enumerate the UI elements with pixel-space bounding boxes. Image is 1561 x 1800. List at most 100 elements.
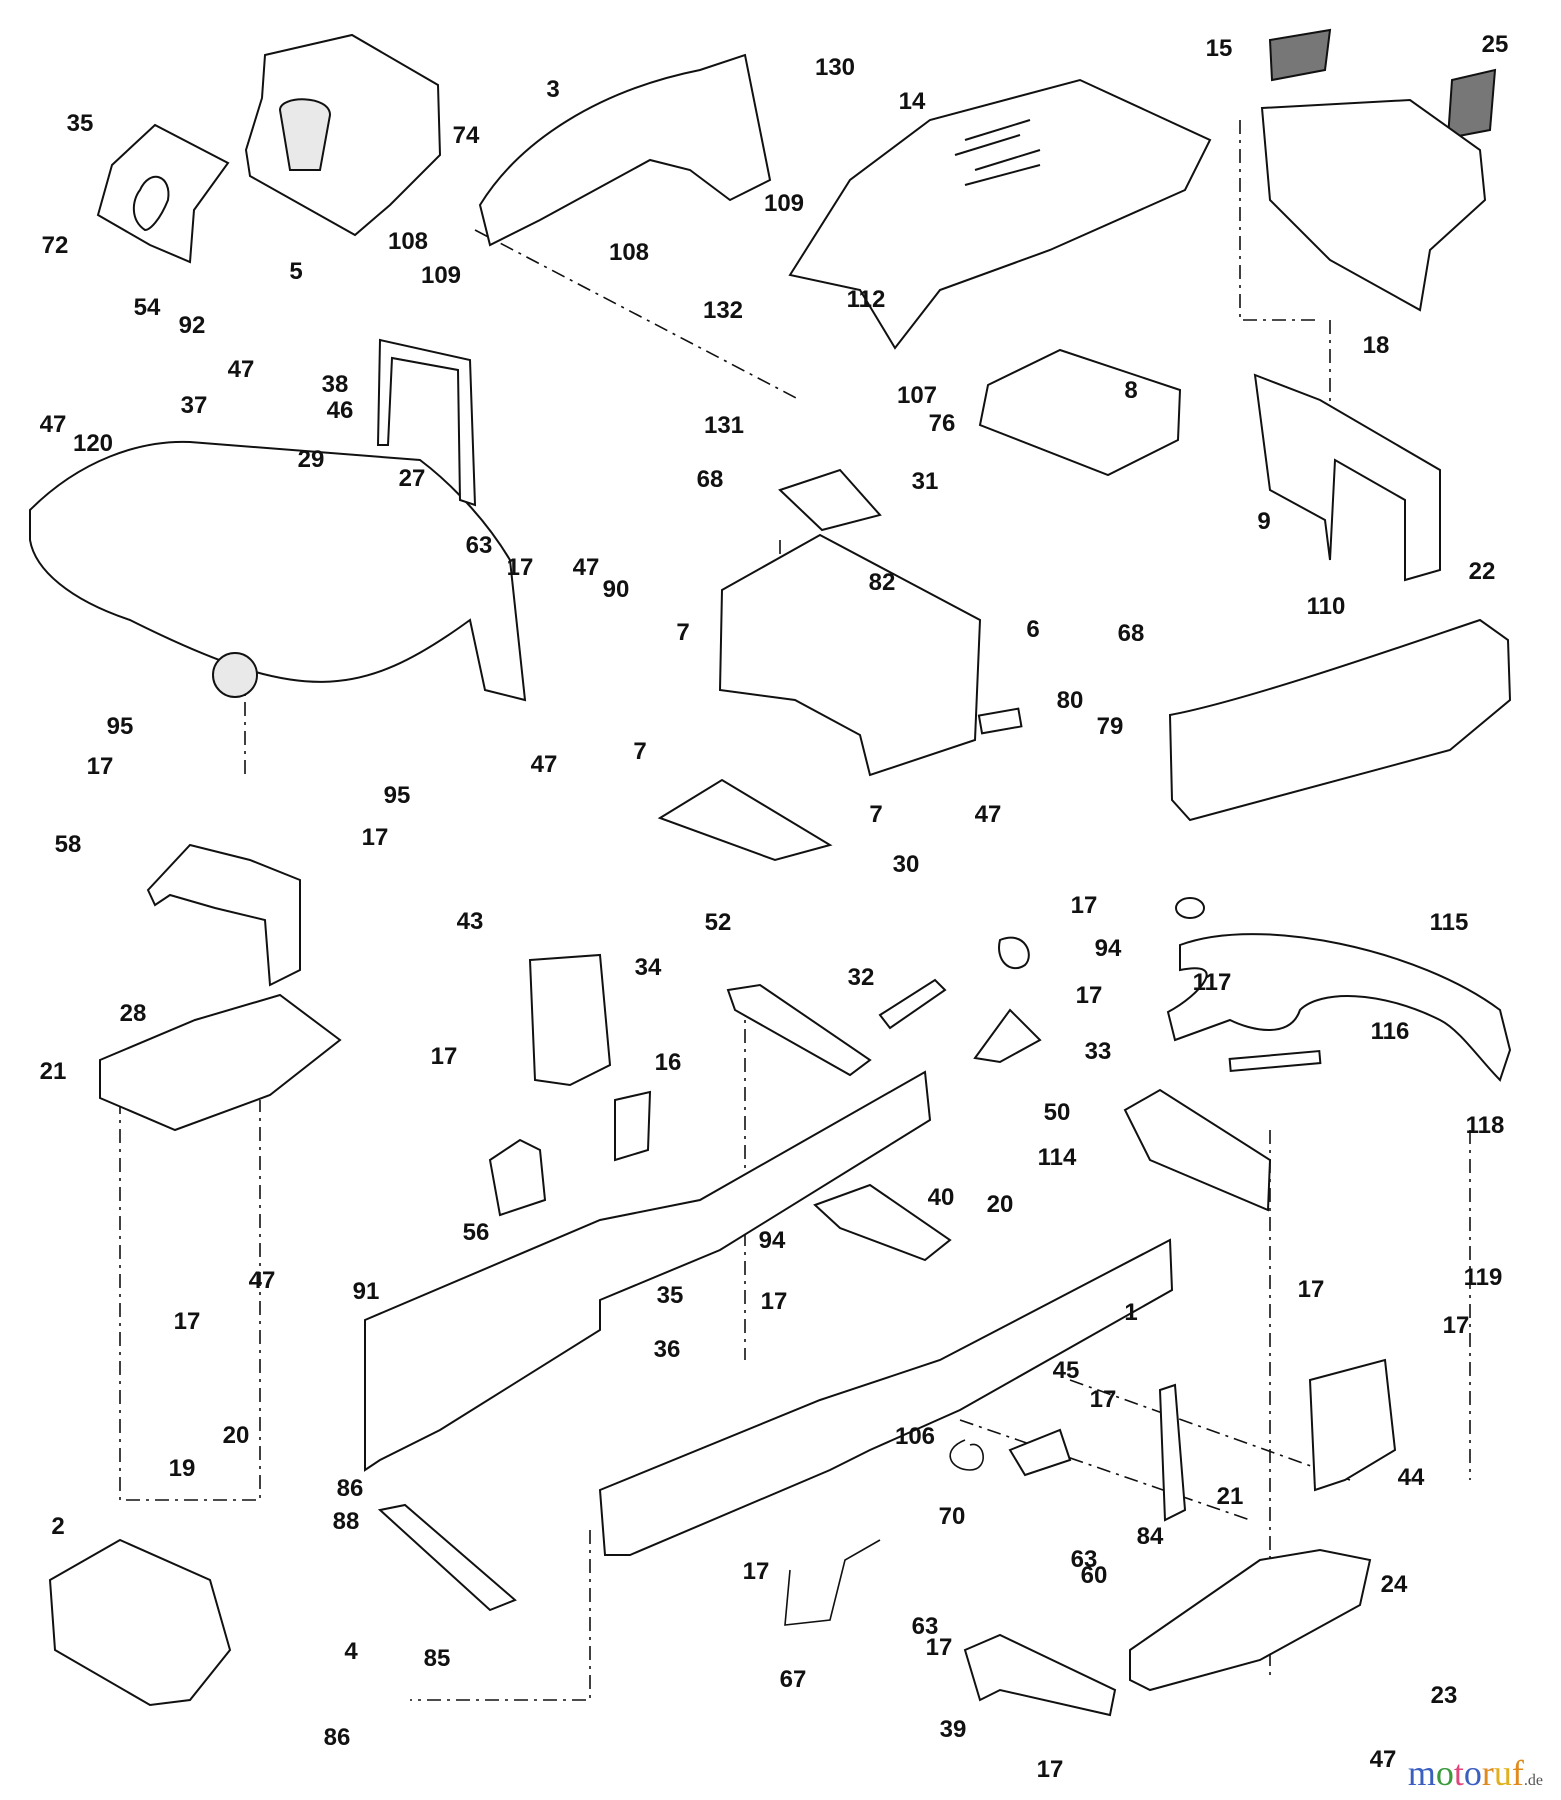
part-callout-58: 58 — [54, 831, 82, 858]
part-callout-45: 45 — [1052, 1357, 1080, 1384]
watermark-letter: o — [1463, 1753, 1482, 1793]
part-callout-25: 25 — [1481, 31, 1509, 58]
part-callout-17: 17 — [1442, 1312, 1470, 1339]
part-callout-21: 21 — [39, 1058, 67, 1085]
part-callout-63: 63 — [911, 1613, 939, 1640]
watermark-letter: t — [1453, 1753, 1464, 1793]
part-115-tow-bar — [1166, 933, 1512, 1082]
part-callout-29: 29 — [297, 446, 325, 473]
part-callout-116: 116 — [1370, 1018, 1410, 1045]
part-callout-112: 112 — [846, 286, 886, 313]
part-callout-17: 17 — [742, 1558, 770, 1585]
part-callout-37: 37 — [180, 392, 208, 419]
part-callout-21: 21 — [1216, 1483, 1244, 1510]
part-callout-2: 2 — [51, 1513, 65, 1540]
part-callout-19: 19 — [168, 1455, 196, 1482]
part-callout-114: 114 — [1037, 1144, 1077, 1171]
part-callout-47: 47 — [39, 411, 67, 438]
part-94-clip — [998, 936, 1030, 970]
part-callout-28: 28 — [119, 1000, 147, 1027]
part-callout-107: 107 — [896, 382, 938, 409]
part-45-bracket — [1008, 1428, 1072, 1477]
part-3-hood-side-panel — [478, 53, 772, 247]
part-callout-110: 110 — [1306, 593, 1346, 620]
part-callout-85: 85 — [423, 1645, 451, 1672]
part-callout-17: 17 — [430, 1043, 458, 1070]
part-callout-17: 17 — [1297, 1276, 1325, 1303]
part-28-left-footrest — [99, 993, 342, 1132]
part-callout-84: 84 — [1136, 1523, 1164, 1550]
part-70-hook — [949, 1439, 984, 1471]
watermark-letter: f — [1511, 1753, 1524, 1793]
part-callout-68: 68 — [696, 466, 724, 493]
part-callout-108: 108 — [608, 239, 650, 266]
part-callout-120: 120 — [72, 430, 114, 457]
part-callout-18: 18 — [1362, 332, 1390, 359]
part-callout-60: 60 — [1080, 1562, 1108, 1589]
part-callout-7: 7 — [676, 619, 690, 646]
part-callout-16: 16 — [654, 1049, 682, 1076]
part-31-bracket — [778, 468, 882, 532]
part-14-hood — [788, 78, 1212, 350]
part-callout-30: 30 — [892, 851, 920, 878]
part-callout-15: 15 — [1205, 35, 1233, 62]
part-callout-38: 38 — [321, 371, 349, 398]
part-callout-17: 17 — [1075, 982, 1103, 1009]
part-callout-119: 119 — [1463, 1264, 1503, 1291]
part-callout-131: 131 — [703, 412, 745, 439]
part-callout-68: 68 — [1117, 620, 1145, 647]
part-callout-24: 24 — [1380, 1571, 1408, 1598]
part-15-grille-screen — [1268, 28, 1332, 82]
part-callout-9: 9 — [1257, 508, 1271, 535]
watermark-letter: u — [1493, 1753, 1512, 1793]
part-29-bracket — [376, 338, 477, 507]
part-callout-117: 117 — [1192, 969, 1232, 996]
watermark-suffix: .de — [1523, 1772, 1543, 1789]
part-callout-47: 47 — [248, 1267, 276, 1294]
part-callout-44: 44 — [1397, 1464, 1425, 1491]
part-callout-56: 56 — [462, 1219, 490, 1246]
part-callout-23: 23 — [1430, 1682, 1458, 1709]
part-callout-94: 94 — [1094, 935, 1122, 962]
part-callout-35: 35 — [656, 1282, 684, 1309]
part-callout-115: 115 — [1429, 909, 1469, 936]
part-callout-74: 74 — [452, 122, 480, 149]
part-callout-1: 1 — [1124, 1299, 1138, 1326]
part-44-front-bracket — [1308, 1358, 1397, 1492]
part-callout-6: 6 — [1026, 616, 1040, 643]
part-callout-17: 17 — [1036, 1756, 1064, 1783]
part-callout-70: 70 — [938, 1503, 966, 1530]
part-callout-54: 54 — [133, 294, 161, 321]
part-callout-7: 7 — [869, 801, 883, 828]
part-callout-109: 109 — [763, 190, 805, 217]
part-callout-17: 17 — [1070, 892, 1098, 919]
part-callout-35: 35 — [66, 110, 94, 137]
part-callout-76: 76 — [928, 410, 956, 437]
watermark-letter: m — [1407, 1753, 1436, 1793]
part-callout-47: 47 — [572, 554, 600, 581]
part-callout-32: 32 — [847, 964, 875, 991]
part-callout-88: 88 — [332, 1508, 360, 1535]
part-callout-94: 94 — [758, 1227, 786, 1254]
part-85-axle-bar — [377, 1503, 517, 1612]
watermark-motoruf: motoruf.de — [1408, 1752, 1543, 1794]
part-92-cutout — [132, 175, 170, 232]
part-58-support-bracket — [146, 843, 301, 987]
part-18-front-grille — [1260, 98, 1487, 312]
part-91-left-frame-rail — [364, 1070, 932, 1472]
part-callout-50: 50 — [1043, 1099, 1071, 1126]
part-56-bracket — [488, 1138, 547, 1217]
part-callout-72: 72 — [41, 232, 69, 259]
watermark-letter: r — [1481, 1753, 1494, 1793]
part-39-bracket — [963, 1633, 1117, 1717]
part-callout-91: 91 — [352, 1278, 380, 1305]
part-50-front-plate — [1123, 1088, 1272, 1212]
part-callout-43: 43 — [456, 908, 484, 935]
part-callout-92: 92 — [178, 312, 206, 339]
part-5-dash-console — [244, 33, 442, 237]
part-37-fuel-cap — [212, 652, 258, 698]
part-40-bracket — [813, 1183, 952, 1262]
part-callout-106: 106 — [894, 1423, 936, 1450]
part-2-mounting-plate — [48, 1538, 232, 1707]
part-32-clip — [878, 978, 947, 1030]
